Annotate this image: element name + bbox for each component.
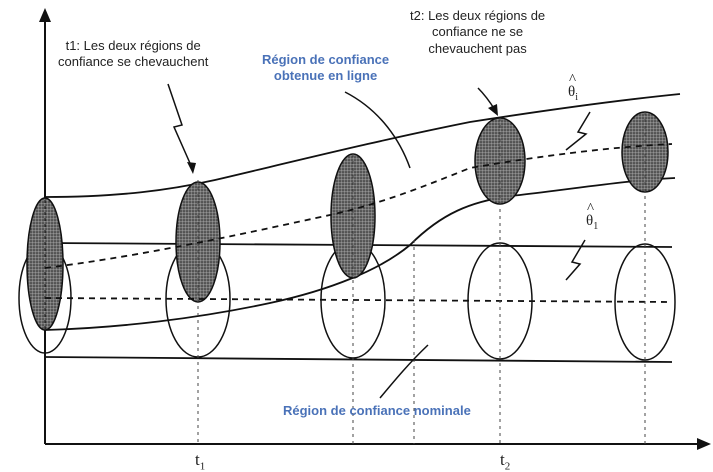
- theta-i-symbol: θ: [568, 84, 576, 100]
- nominal-lower-bound: [44, 356, 673, 363]
- axis-t1-label: t1: [195, 450, 205, 472]
- online-region-line-2: obtenue en ligne: [273, 68, 378, 84]
- axis-t1-symbol: t: [195, 450, 200, 469]
- theta-1-hat: ^: [587, 201, 595, 217]
- pointer-theta-1: [565, 239, 586, 281]
- online-ellipse-0: [26, 197, 64, 331]
- y-axis-arrow: [39, 8, 51, 22]
- axis-t2-subscript: 2: [504, 460, 511, 472]
- pointer-theta-i: [565, 111, 591, 151]
- pointer-t1-arrowhead: [187, 162, 196, 174]
- online-lower-bound: [44, 177, 676, 331]
- pointer-t1-note: [167, 83, 194, 171]
- t2-note-line-2: confiance ne se: [432, 24, 524, 40]
- theta-i-label: ^θi: [568, 72, 578, 103]
- online-upper-bound: [44, 93, 681, 198]
- t1-note-line-2: confiance se chevauchent: [58, 54, 209, 70]
- t2-note-label: t2: Les deux régions de confiance ne se …: [410, 8, 545, 57]
- theta-1-trajectory: [44, 297, 673, 303]
- axis-t2-label: t2: [500, 450, 510, 472]
- axis-t1-subscript: 1: [199, 460, 206, 472]
- pointer-online-region: [344, 91, 411, 169]
- theta-i-subscript: i: [575, 92, 578, 103]
- t1-note-label: t1: Les deux régions de confiance se che…: [58, 38, 208, 71]
- online-region-bounds: [44, 93, 681, 331]
- theta-1-label: ^θ1: [586, 201, 599, 232]
- t2-note-line-3: chevauchent pas: [428, 40, 527, 56]
- online-ellipses: [26, 111, 669, 331]
- pointer-t2-arrowhead: [488, 104, 498, 116]
- t2-note-line-1: t2: Les deux régions de: [410, 8, 546, 23]
- axis-t2-symbol: t: [500, 450, 505, 469]
- pointer-nominal-region: [379, 344, 429, 399]
- online-ellipse-4: [621, 111, 669, 193]
- theta-i-hat: ^: [569, 72, 577, 88]
- theta-1-symbol: θ: [586, 213, 594, 229]
- theta-i-trajectory: [44, 143, 673, 269]
- nominal-region-label: Région de confiance nominale: [283, 403, 471, 418]
- t1-note-line-1: t1: Les deux régions de: [65, 38, 201, 53]
- time-guides: [197, 112, 646, 444]
- online-region-label: Région de confiance obtenue en ligne: [262, 52, 389, 85]
- online-region-line-1: Région de confiance: [262, 52, 390, 67]
- theta-1-subscript: 1: [593, 221, 599, 232]
- pointers: [167, 83, 591, 399]
- x-axis-arrow: [697, 438, 711, 450]
